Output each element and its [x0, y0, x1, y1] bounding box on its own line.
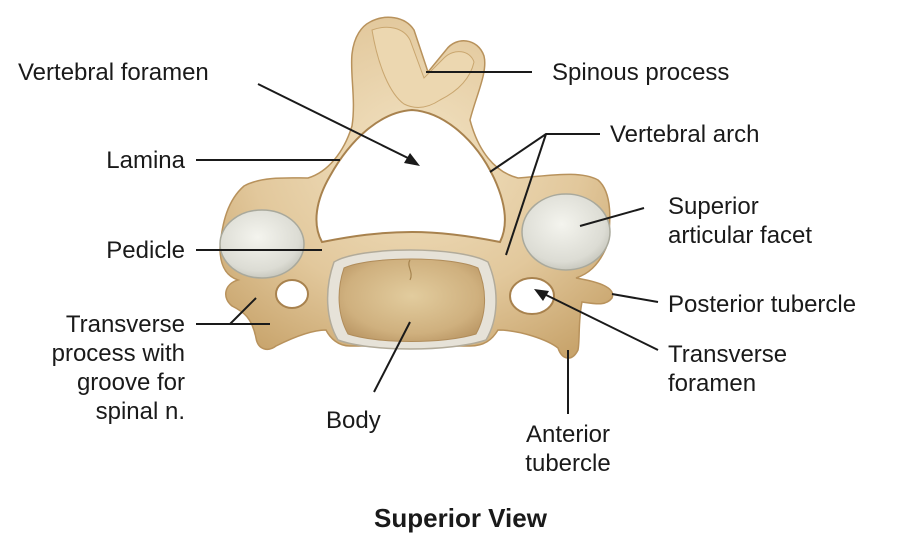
left-articular-facet — [219, 209, 305, 279]
label-superior-articular-facet: Superior articular facet — [668, 192, 812, 250]
label-superior-articular-facet-line1: Superior — [668, 193, 759, 220]
label-superior-articular-facet-line2: articular facet — [668, 222, 813, 249]
leader-vertebral-arch-branch — [505, 133, 547, 256]
label-anterior-tubercle: Anterior tubercle — [508, 420, 628, 478]
label-transverse-foramen-line1: Transverse — [668, 341, 788, 368]
label-posterior-tubercle: Posterior tubercle — [668, 291, 857, 318]
leader-vertebral-foramen-arrow — [404, 153, 420, 166]
label-body: Body — [326, 407, 381, 434]
caption-superior-view: Superior View — [374, 503, 547, 533]
label-lamina: Lamina — [106, 147, 185, 174]
leader-posterior-tubercle — [611, 293, 659, 303]
leader-transverse-foramen-arrow — [534, 289, 549, 301]
body-surface-crack — [408, 259, 412, 281]
label-anterior-tubercle-line2: tubercle — [525, 450, 611, 477]
right-transverse-foramen — [509, 277, 555, 315]
left-transverse-foramen — [275, 279, 309, 309]
label-transverse-process-line3: groove for — [76, 369, 185, 396]
leader-superior-articular-facet — [579, 207, 645, 227]
label-transverse-foramen: Transverse foramen — [668, 340, 787, 398]
vertebral-foramen-opening — [315, 108, 506, 244]
label-transverse-process-line4: spinal n. — [95, 398, 185, 425]
label-anterior-tubercle-line1: Anterior — [525, 421, 611, 448]
leader-body — [373, 321, 411, 393]
label-transverse-process-line1: Transverse — [65, 311, 185, 338]
vertebra-illustration — [219, 16, 614, 359]
label-pedicle: Pedicle — [106, 237, 185, 264]
label-spinous-process: Spinous process — [552, 59, 730, 86]
right-articular-facet — [521, 193, 611, 271]
leader-transverse-foramen — [539, 291, 659, 351]
label-transverse-process-line2: process with — [51, 340, 185, 367]
label-vertebral-arch: Vertebral arch — [610, 121, 760, 148]
vertebral-body-surface — [338, 258, 486, 342]
leader-lines — [196, 71, 659, 414]
label-vertebral-foramen: Vertebral foramen — [18, 59, 209, 86]
label-transverse-foramen-line2: foramen — [668, 370, 757, 397]
label-transverse-process: Transverse process with groove for spina… — [10, 310, 185, 426]
leader-transverse-process-up — [229, 297, 257, 325]
leader-vertebral-foramen — [257, 83, 413, 161]
spinous-process-shape — [371, 26, 475, 108]
